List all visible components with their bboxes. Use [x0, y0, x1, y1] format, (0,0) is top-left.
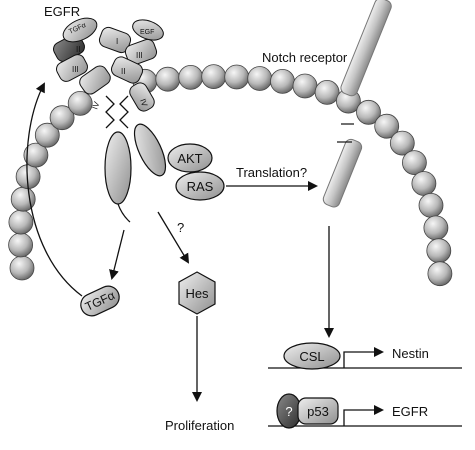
notch-receptor	[322, 0, 392, 208]
domain-label-iii-right: III	[136, 51, 143, 60]
egf-ligand-label: EGF	[140, 29, 154, 36]
egfr-intracellular-domain	[104, 131, 132, 205]
egfr-receptor: II III I III II IV IV TGFα EGF	[53, 17, 167, 223]
membrane-bead	[389, 130, 415, 156]
tgf-alpha-ligand: TGFα	[80, 285, 120, 317]
membrane-bead	[23, 142, 49, 168]
cell-membrane	[8, 64, 453, 287]
hes-protein: Hes	[178, 271, 216, 315]
membrane-bead	[401, 150, 427, 176]
membrane-bead	[9, 255, 35, 281]
nestin-label: Nestin	[392, 346, 429, 361]
ras-protein: RAS	[175, 171, 225, 201]
membrane-bead	[314, 80, 340, 105]
akt-protein: AKT	[167, 143, 213, 173]
notch-receptor-label: Notch receptor	[262, 50, 348, 65]
egfr-promoter: ? p53 EGFR	[268, 393, 462, 429]
membrane-bead	[423, 215, 449, 241]
membrane-bead	[8, 209, 34, 235]
membrane-bead	[427, 261, 453, 287]
p53-label: p53	[307, 404, 329, 419]
membrane-bead	[155, 66, 181, 92]
membrane-bead	[356, 99, 381, 125]
membrane-bead	[34, 122, 60, 148]
adaptor-protein	[133, 123, 167, 177]
membrane-bead	[292, 73, 318, 99]
egfr-domains-right	[98, 26, 158, 112]
membrane-bead	[270, 69, 295, 94]
domain-label-i: I	[116, 37, 118, 46]
domain-label-ii: II	[76, 45, 80, 54]
domain-label-iv-right: IV	[138, 98, 149, 109]
hes-question-label: ?	[177, 220, 184, 235]
domain-label-iv-left: IV	[90, 100, 101, 111]
csl-label: CSL	[299, 349, 324, 364]
membrane-bead	[67, 91, 93, 116]
unknown-factor-label: ?	[285, 404, 292, 419]
membrane-bead	[374, 113, 400, 139]
akt-label: AKT	[177, 151, 202, 166]
egfr-target-label: EGFR	[392, 404, 428, 419]
nestin-promoter: CSL Nestin	[268, 342, 462, 370]
domain-label-ii-right: II	[121, 67, 125, 76]
hes-label: Hes	[185, 286, 209, 301]
membrane-bead	[418, 192, 444, 218]
tgf-feedback-arrow	[26, 82, 83, 297]
tgf-secretion-arrow	[109, 229, 125, 280]
membrane-bead	[224, 64, 250, 90]
egfr-title: EGFR	[44, 4, 80, 19]
hes-activation-arrow	[157, 211, 190, 264]
p53-protein	[297, 397, 339, 425]
ras-label: RAS	[187, 179, 214, 194]
membrane-bead	[178, 65, 204, 90]
membrane-bead	[426, 238, 452, 264]
membrane-bead	[411, 171, 437, 196]
membrane-bead	[8, 232, 34, 258]
membrane-bead	[49, 105, 75, 131]
csl-protein	[283, 342, 341, 370]
proliferation-label: Proliferation	[165, 418, 234, 433]
membrane-bead	[247, 66, 273, 91]
membrane-bead	[201, 64, 227, 89]
domain-label-iii-left: III	[72, 65, 79, 74]
translation-label: Translation?	[236, 165, 307, 180]
